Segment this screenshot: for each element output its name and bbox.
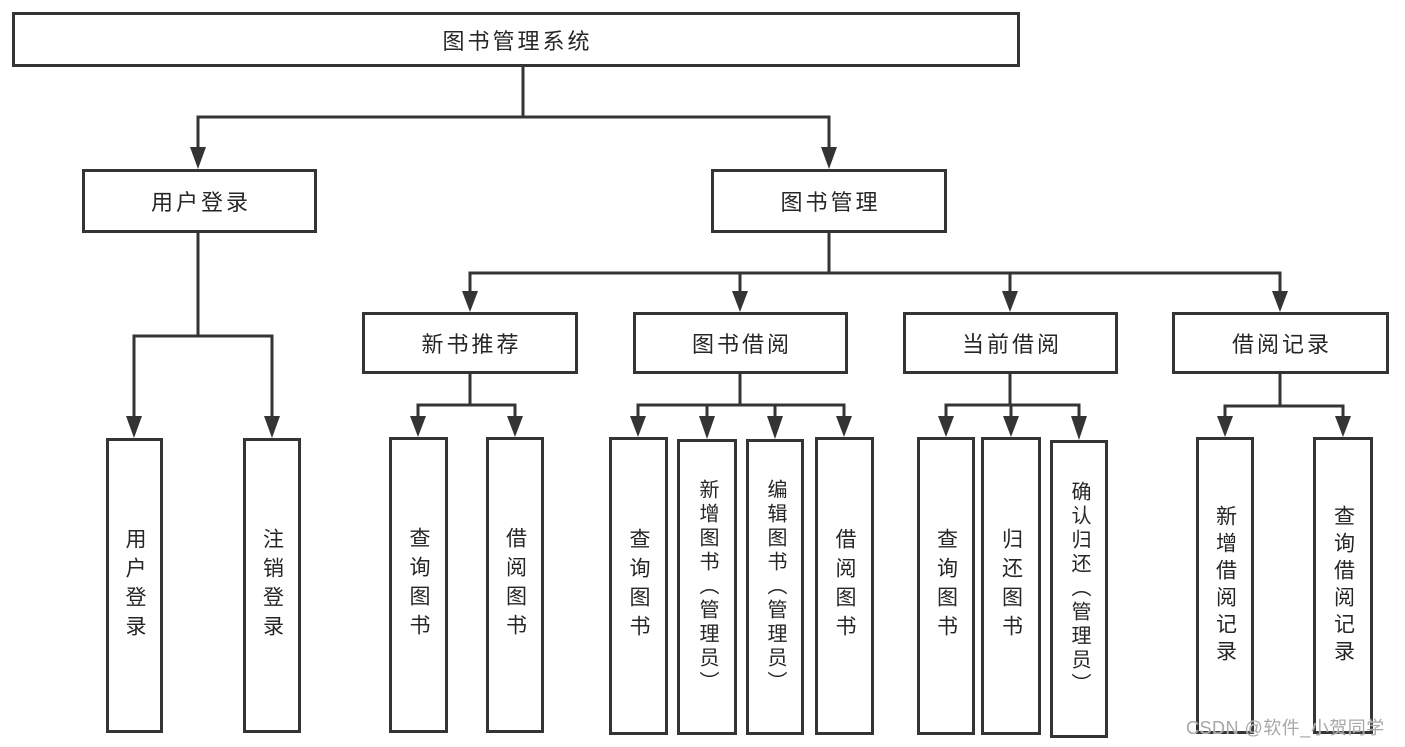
leaf-return-book: 归还图书 <box>981 437 1041 735</box>
arrow-leaf <box>699 416 715 439</box>
leaf-borrow-book: 借阅图书 <box>815 437 874 735</box>
node-root: 图书管理系统 <box>12 12 1020 67</box>
arrow-current-borrow <box>1002 291 1018 312</box>
arrow-borrow-records <box>1272 291 1288 312</box>
leaf-query-book-current: 查询图书 <box>917 437 975 735</box>
arrow-book-management <box>821 147 837 169</box>
leaf-confirm-return: 确认归还（管理员） <box>1050 440 1108 738</box>
leaf-edit-book: 编辑图书（管理员） <box>746 439 804 735</box>
node-borrow-records: 借阅记录 <box>1172 312 1389 374</box>
leaf-borrow-book-recommend: 借阅图书 <box>486 437 544 733</box>
arrow-leaf <box>1335 416 1351 437</box>
arrow-leaf <box>630 416 646 437</box>
leaf-logout: 注销登录 <box>243 438 301 733</box>
arrow-leaf <box>410 416 426 437</box>
watermark: CSDN @软件_小贺同学 <box>1186 718 1385 738</box>
arrow-leaf <box>507 416 523 437</box>
leaf-query-borrow-record: 查询借阅记录 <box>1313 437 1373 734</box>
leaf-add-borrow-record: 新增借阅记录 <box>1196 437 1254 734</box>
arrow-new-book-recommend <box>462 291 478 312</box>
arrow-book-borrow <box>732 291 748 312</box>
connector-book-management <box>468 233 1282 294</box>
connector-user-login <box>132 233 274 419</box>
node-current-borrow: 当前借阅 <box>903 312 1118 374</box>
leaf-query-book-borrow: 查询图书 <box>609 437 668 735</box>
arrow-leaf <box>1217 416 1233 437</box>
node-book-borrow: 图书借阅 <box>633 312 848 374</box>
connector-new-book-recommend <box>416 374 517 419</box>
leaf-add-book: 新增图书（管理员） <box>677 439 737 735</box>
connector-current-borrow <box>944 374 1081 419</box>
connector-borrow-records <box>1223 374 1345 419</box>
node-book-management: 图书管理 <box>711 169 947 233</box>
arrowheads <box>126 147 1351 440</box>
arrow-leaf <box>1071 416 1087 440</box>
leaf-user-login: 用户登录 <box>106 438 163 733</box>
arrow-leaf <box>264 416 280 438</box>
connector-root <box>196 67 831 150</box>
arrow-leaf <box>126 416 142 438</box>
arrow-user-login <box>190 147 206 169</box>
arrow-leaf <box>1003 416 1019 437</box>
arrow-leaf <box>767 416 783 439</box>
node-user-login: 用户登录 <box>82 169 317 233</box>
arrow-leaf <box>836 416 852 437</box>
leaf-query-book-recommend: 查询图书 <box>389 437 448 733</box>
connector-book-borrow <box>636 374 846 419</box>
arrow-leaf <box>938 416 954 437</box>
node-new-book-recommend: 新书推荐 <box>362 312 578 374</box>
